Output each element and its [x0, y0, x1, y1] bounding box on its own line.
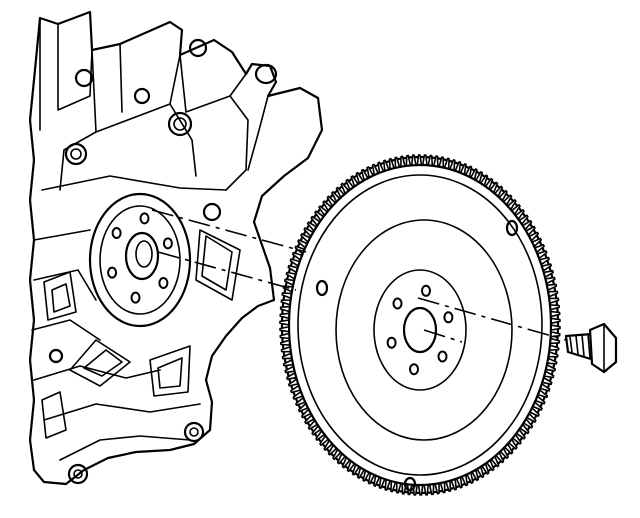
bolt-head [588, 322, 618, 374]
flywheel-bolt-hole [421, 284, 431, 297]
crank-pilot-bore [124, 231, 160, 281]
crank-bolt-hole [111, 227, 122, 239]
crank-bolt-holes [107, 212, 173, 304]
engine-block [28, 10, 324, 486]
flywheel-bolt-hole [437, 350, 448, 363]
crank-bolt-hole [139, 212, 150, 225]
crank-bolt-hole [158, 277, 169, 289]
flywheel-center-bore [402, 306, 438, 354]
flywheel-friction-face [335, 219, 513, 441]
flywheel [279, 154, 561, 496]
flywheel-bolt-holes [386, 284, 454, 376]
dowel-hole-left [315, 279, 329, 297]
dowel-hole-bottom [403, 476, 417, 492]
crank-bolt-hole [162, 237, 173, 250]
flywheel-bolt-hole [386, 336, 397, 349]
crankshaft-flange [88, 192, 192, 328]
block-bosses [48, 38, 278, 485]
dowel-hole-right [505, 219, 519, 237]
alignment-lines [151, 209, 567, 343]
crank-bolt-hole [130, 291, 141, 304]
flywheel-bolt-hole [409, 363, 419, 376]
crank-bolt-hole [107, 266, 118, 279]
flywheel-hub [373, 269, 467, 391]
flywheel-bolt-hole [392, 297, 403, 310]
flywheel-bolt [564, 322, 618, 374]
flywheel-bolt-hole [443, 311, 454, 324]
